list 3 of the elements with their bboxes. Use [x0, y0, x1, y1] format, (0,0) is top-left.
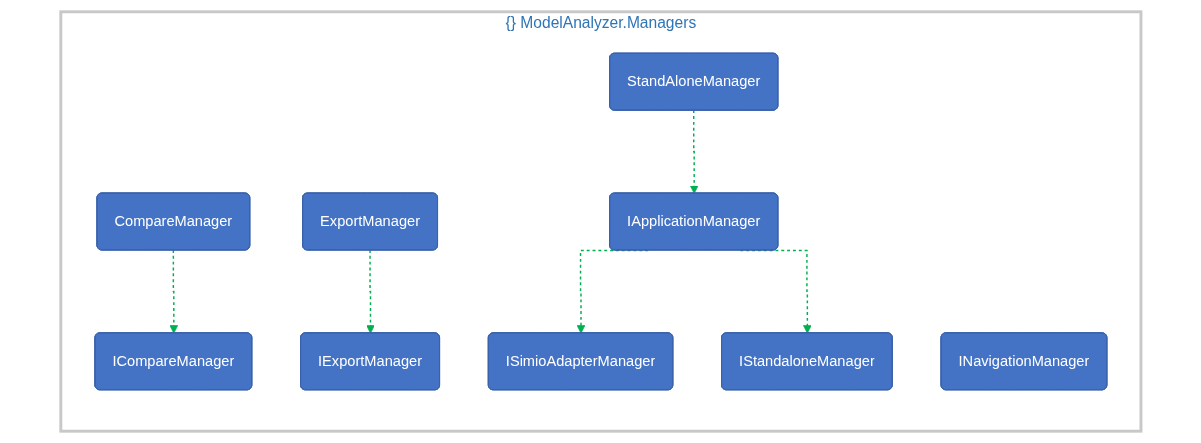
arrow — [365, 249, 375, 334]
arrow — [689, 109, 699, 194]
arrow — [169, 249, 178, 334]
